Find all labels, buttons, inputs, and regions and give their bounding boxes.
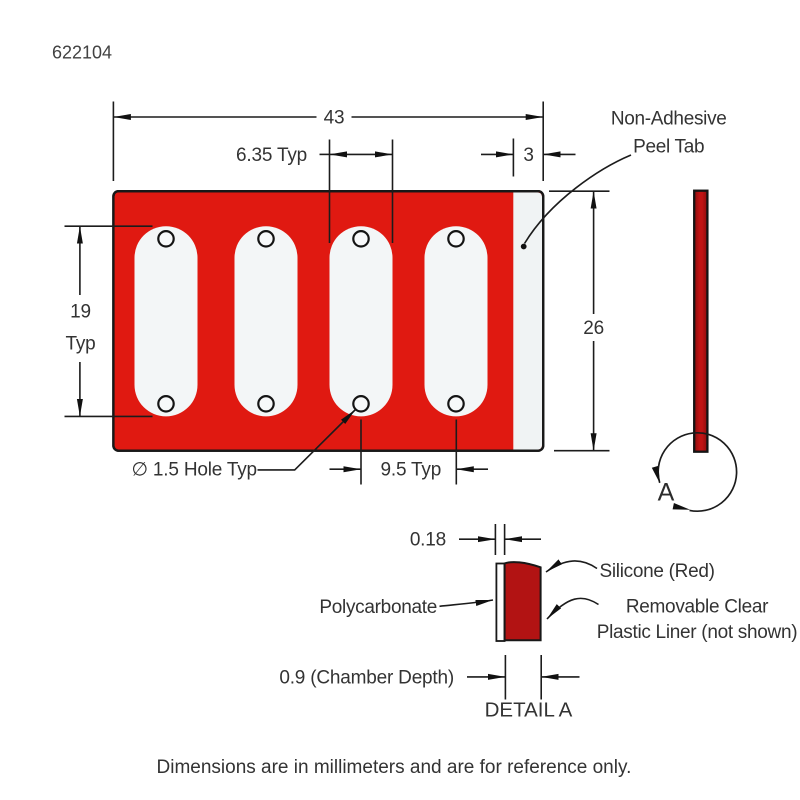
hole-top-1 [157,230,175,248]
callout-liner: Removable Clear Plastic Liner (not shown… [546,597,798,643]
callout-hole-diameter: ∅ 1.5 Hole Typ [132,408,357,481]
section-arrow-upper [651,465,660,484]
chambers [134,226,488,417]
dim-chamber-width: 6.35 Typ [236,139,394,243]
peel-tab-label-line2: Peel Tab [633,137,704,158]
gasket-edge-view: A [651,189,738,512]
dim-liner-thickness: 0.18 [410,524,541,555]
peel-tab-leader-dot [520,243,527,250]
silicone-leader-line [545,559,598,573]
liner-label-line1: Removable Clear [626,597,769,618]
dim-hole-pitch: 9.5 Typ [329,419,488,485]
dim-3-text: 3 [523,145,533,166]
dim-635-text: 6.35 Typ [236,145,307,166]
edge-view-bar [693,189,709,453]
hole-diameter-text: ∅ 1.5 Hole Typ [132,460,257,481]
gasket-body-outline [112,190,545,452]
peel-tab-leader-line [523,154,632,244]
callout-polycarbonate: Polycarbonate [319,597,494,618]
footnote: Dimensions are in millimeters and are fo… [157,757,632,778]
callout-peel-tab: Non-Adhesive Peel Tab [520,109,727,250]
hole-top-3 [352,230,370,248]
hole-top-2 [257,230,275,248]
dim-19-text-line2: Typ [65,334,95,355]
gasket-face-view [112,190,545,452]
dim-chamber-height: 19 Typ [64,225,153,418]
hole-leader-line [257,408,357,471]
fill-holes [157,230,465,413]
hole-top-4 [447,230,465,248]
peel-tab [513,192,543,450]
dim-26-text: 26 [583,318,604,339]
polycarbonate-leader-line [439,599,494,608]
peel-tab-label-line1: Non-Adhesive [611,109,727,130]
section-circle [657,431,738,512]
silicone-block [503,561,542,642]
callout-silicone: Silicone (Red) [545,559,715,582]
hole-bottom-1 [157,394,175,413]
detail-a-view: 0.18 0.9 (Chamber Depth) Silicone (Red) … [279,524,798,722]
liner-label-line2: Plastic Liner (not shown) [597,622,798,643]
chamber-4 [424,226,488,417]
dim-19-text-line1: 19 [70,302,91,323]
dim-overall-height: 26 [549,190,610,452]
dim-overall-width: 43 [112,101,545,181]
dim-95-text: 9.5 Typ [381,460,442,481]
dim-43-text: 43 [324,107,345,128]
dim-chamber-depth: 0.9 (Chamber Depth) [279,655,580,700]
dim-09-text: 0.9 (Chamber Depth) [279,667,454,688]
silicone-label: Silicone (Red) [600,561,715,582]
liner-leader-line [546,597,599,620]
hole-bottom-2 [257,394,275,413]
chamber-1 [134,226,198,417]
dim-peel-tab-width: 3 [481,138,576,177]
hole-bottom-4 [447,394,465,413]
detail-a-title: DETAIL A [485,699,573,722]
polycarbonate-strip [495,562,506,642]
part-number: 622104 [52,43,112,63]
dim-018-text: 0.18 [410,530,446,551]
section-letter: A [658,479,675,507]
chamber-3 [329,226,393,417]
hole-bottom-3 [352,394,370,413]
chamber-2 [234,226,298,417]
polycarbonate-label: Polycarbonate [319,597,437,618]
section-arrow-lower [672,503,691,510]
